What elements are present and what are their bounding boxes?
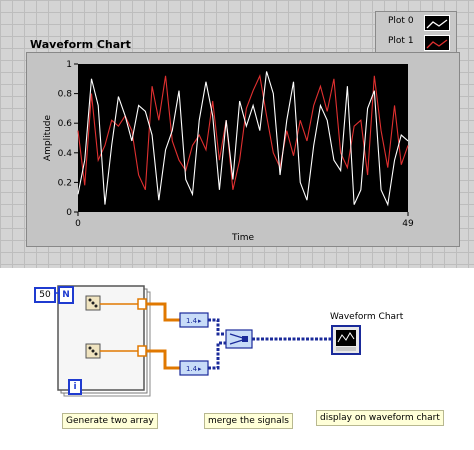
loop-iteration-terminal[interactable]: i	[68, 379, 82, 395]
legend-item-plot-1[interactable]: Plot 1	[376, 33, 456, 53]
loop-count-terminal[interactable]: N	[58, 286, 74, 304]
comment-merge[interactable]: merge the signals	[204, 413, 293, 429]
y-tick-label: 0.2	[58, 178, 72, 188]
legend-swatch-plot-0	[424, 15, 450, 31]
series-line-plot-1	[77, 73, 409, 191]
y-axis-label: Amplitude	[43, 114, 53, 161]
legend-item-plot-0[interactable]: Plot 0	[376, 13, 456, 33]
comment-display[interactable]: display on waveform chart	[316, 410, 444, 426]
x-tick-label: 0	[75, 219, 81, 229]
y-tick-label: 0.6	[58, 119, 73, 129]
y-tick-label: 0.4	[58, 149, 73, 159]
legend-swatch-plot-1	[424, 35, 450, 51]
x-tick-label: 49	[402, 219, 414, 229]
y-tick-label: 0	[66, 208, 72, 218]
chart-label: Waveform Chart	[30, 38, 131, 51]
loop-count-constant[interactable]: 50	[34, 287, 56, 303]
plot-legend[interactable]: Plot 0 Plot 1	[375, 11, 457, 55]
chart-terminal-label: Waveform Chart	[330, 312, 404, 322]
y-tick-label: 1	[66, 60, 72, 70]
legend-label-plot-1: Plot 1	[388, 36, 414, 46]
y-tick-label: 0.8	[58, 90, 73, 100]
comment-generate[interactable]: Generate two array	[62, 413, 158, 429]
x-axis-label: Time	[231, 233, 254, 243]
legend-label-plot-0: Plot 0	[388, 16, 414, 26]
series-line-plot-0	[77, 71, 409, 207]
